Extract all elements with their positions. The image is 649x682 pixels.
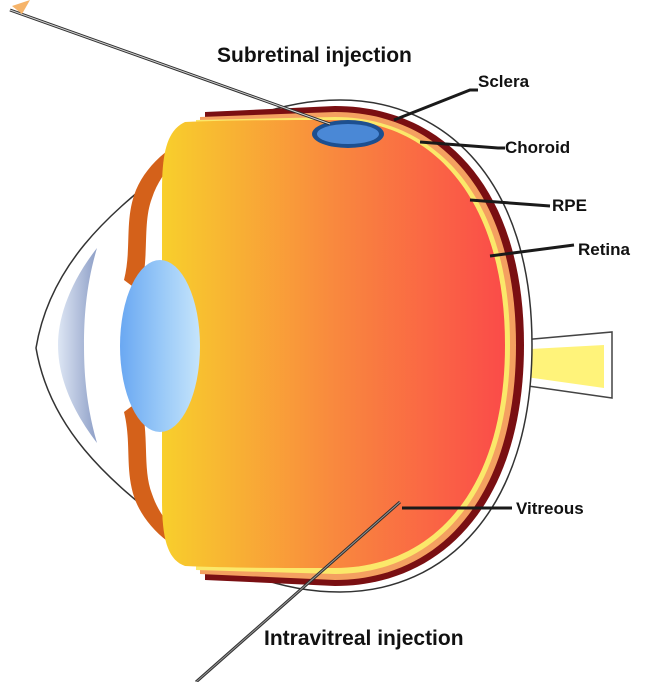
subretinal-bleb-inner bbox=[317, 124, 379, 144]
sclera-leader-line bbox=[394, 90, 478, 120]
sclera-label: Sclera bbox=[478, 72, 530, 91]
lens bbox=[120, 260, 200, 432]
vitreous-label: Vitreous bbox=[516, 499, 584, 518]
vitreous-body bbox=[162, 120, 505, 568]
rpe-label: RPE bbox=[552, 196, 587, 215]
intravitreal-injection-label: Intravitreal injection bbox=[264, 627, 464, 650]
subretinal-needle-highlight bbox=[10, 10, 330, 124]
subretinal-injection-label: Subretinal injection bbox=[217, 44, 412, 67]
choroid-label: Choroid bbox=[505, 138, 570, 157]
retina-label: Retina bbox=[578, 240, 631, 259]
